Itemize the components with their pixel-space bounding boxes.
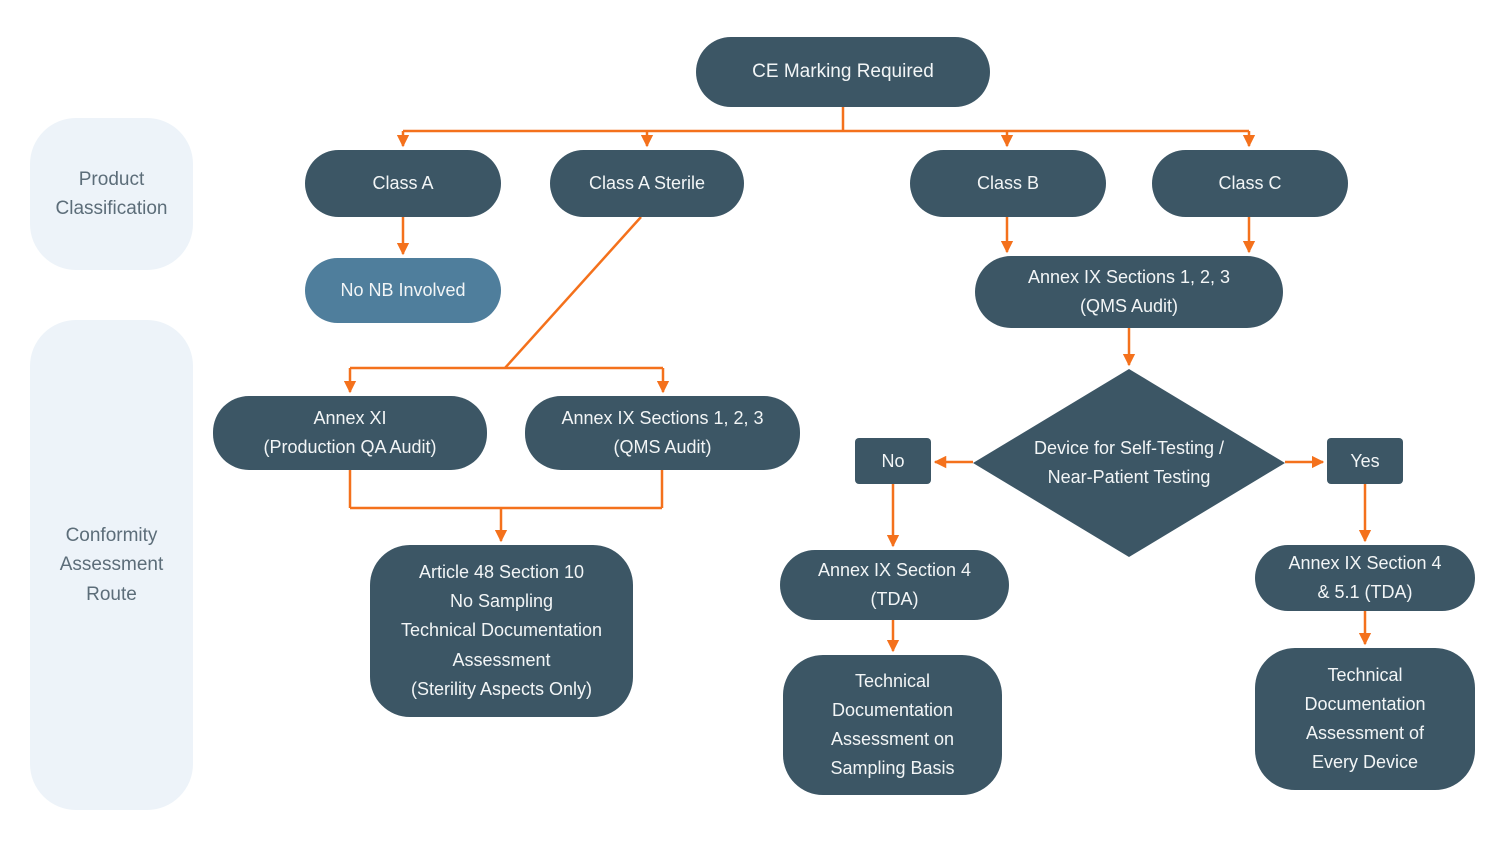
node-article-48-section-10: Article 48 Section 10 No Sampling Techni…	[370, 545, 633, 717]
label-product-classification: Product Classification	[30, 118, 193, 270]
edge-sterile-diagonal	[504, 216, 642, 369]
node-class-a: Class A	[305, 150, 501, 217]
node-annex-xi-production-qa-audit: Annex XI (Production QA Audit)	[213, 396, 487, 470]
node-tda-every-device: Technical Documentation Assessment of Ev…	[1255, 648, 1475, 790]
node-ce-marking-required: CE Marking Required	[696, 37, 990, 107]
label-conformity-assessment-route: Conformity Assessment Route	[30, 320, 193, 810]
node-annex-ix-section-4-tda: Annex IX Section 4 (TDA)	[780, 550, 1009, 620]
node-tda-sampling-basis: Technical Documentation Assessment on Sa…	[783, 655, 1002, 795]
node-no-nb-involved: No NB Involved	[305, 258, 501, 323]
node-annex-ix-sections-123-qms-audit-left: Annex IX Sections 1, 2, 3 (QMS Audit)	[525, 396, 800, 470]
node-branch-yes: Yes	[1327, 438, 1403, 484]
node-annex-ix-section-4-and-5-1-tda: Annex IX Section 4 & 5.1 (TDA)	[1255, 545, 1475, 611]
node-class-b: Class B	[910, 150, 1106, 217]
node-class-c: Class C	[1152, 150, 1348, 217]
node-branch-no: No	[855, 438, 931, 484]
node-class-a-sterile: Class A Sterile	[550, 150, 744, 217]
node-annex-ix-sections-123-qms-audit-right: Annex IX Sections 1, 2, 3 (QMS Audit)	[975, 256, 1283, 328]
